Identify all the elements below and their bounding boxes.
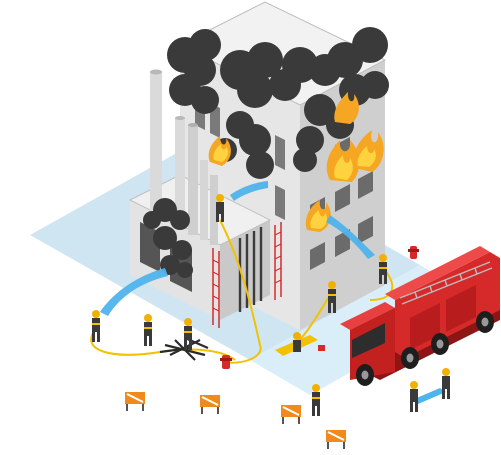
- barrier-2: [200, 395, 220, 414]
- barrier-4: [326, 430, 346, 449]
- smoke-clouds: [143, 27, 389, 278]
- stretcher-rescue-right: [410, 368, 450, 412]
- firefighter-center-2: [184, 318, 192, 350]
- barrier-1: [125, 392, 145, 411]
- barrier-3: [281, 405, 301, 424]
- water-jets: [100, 181, 375, 316]
- firefighter-center-1: [144, 314, 152, 346]
- chimneys: [150, 69, 218, 245]
- firefighter-near-truck: [328, 281, 336, 313]
- firefighter-right-hose: [379, 254, 387, 284]
- flames: [208, 92, 384, 232]
- stretcher-rescue-left: [275, 332, 325, 356]
- firefighters: [92, 194, 450, 416]
- fire-hydrants: [220, 246, 419, 369]
- fire-truck: [340, 246, 500, 386]
- traffic-barriers: [125, 392, 346, 449]
- firefighter-hose-left: [92, 310, 100, 342]
- firefighter-front: [312, 384, 320, 416]
- ladders: [212, 222, 282, 328]
- firefighter-annex-roof: [216, 194, 224, 222]
